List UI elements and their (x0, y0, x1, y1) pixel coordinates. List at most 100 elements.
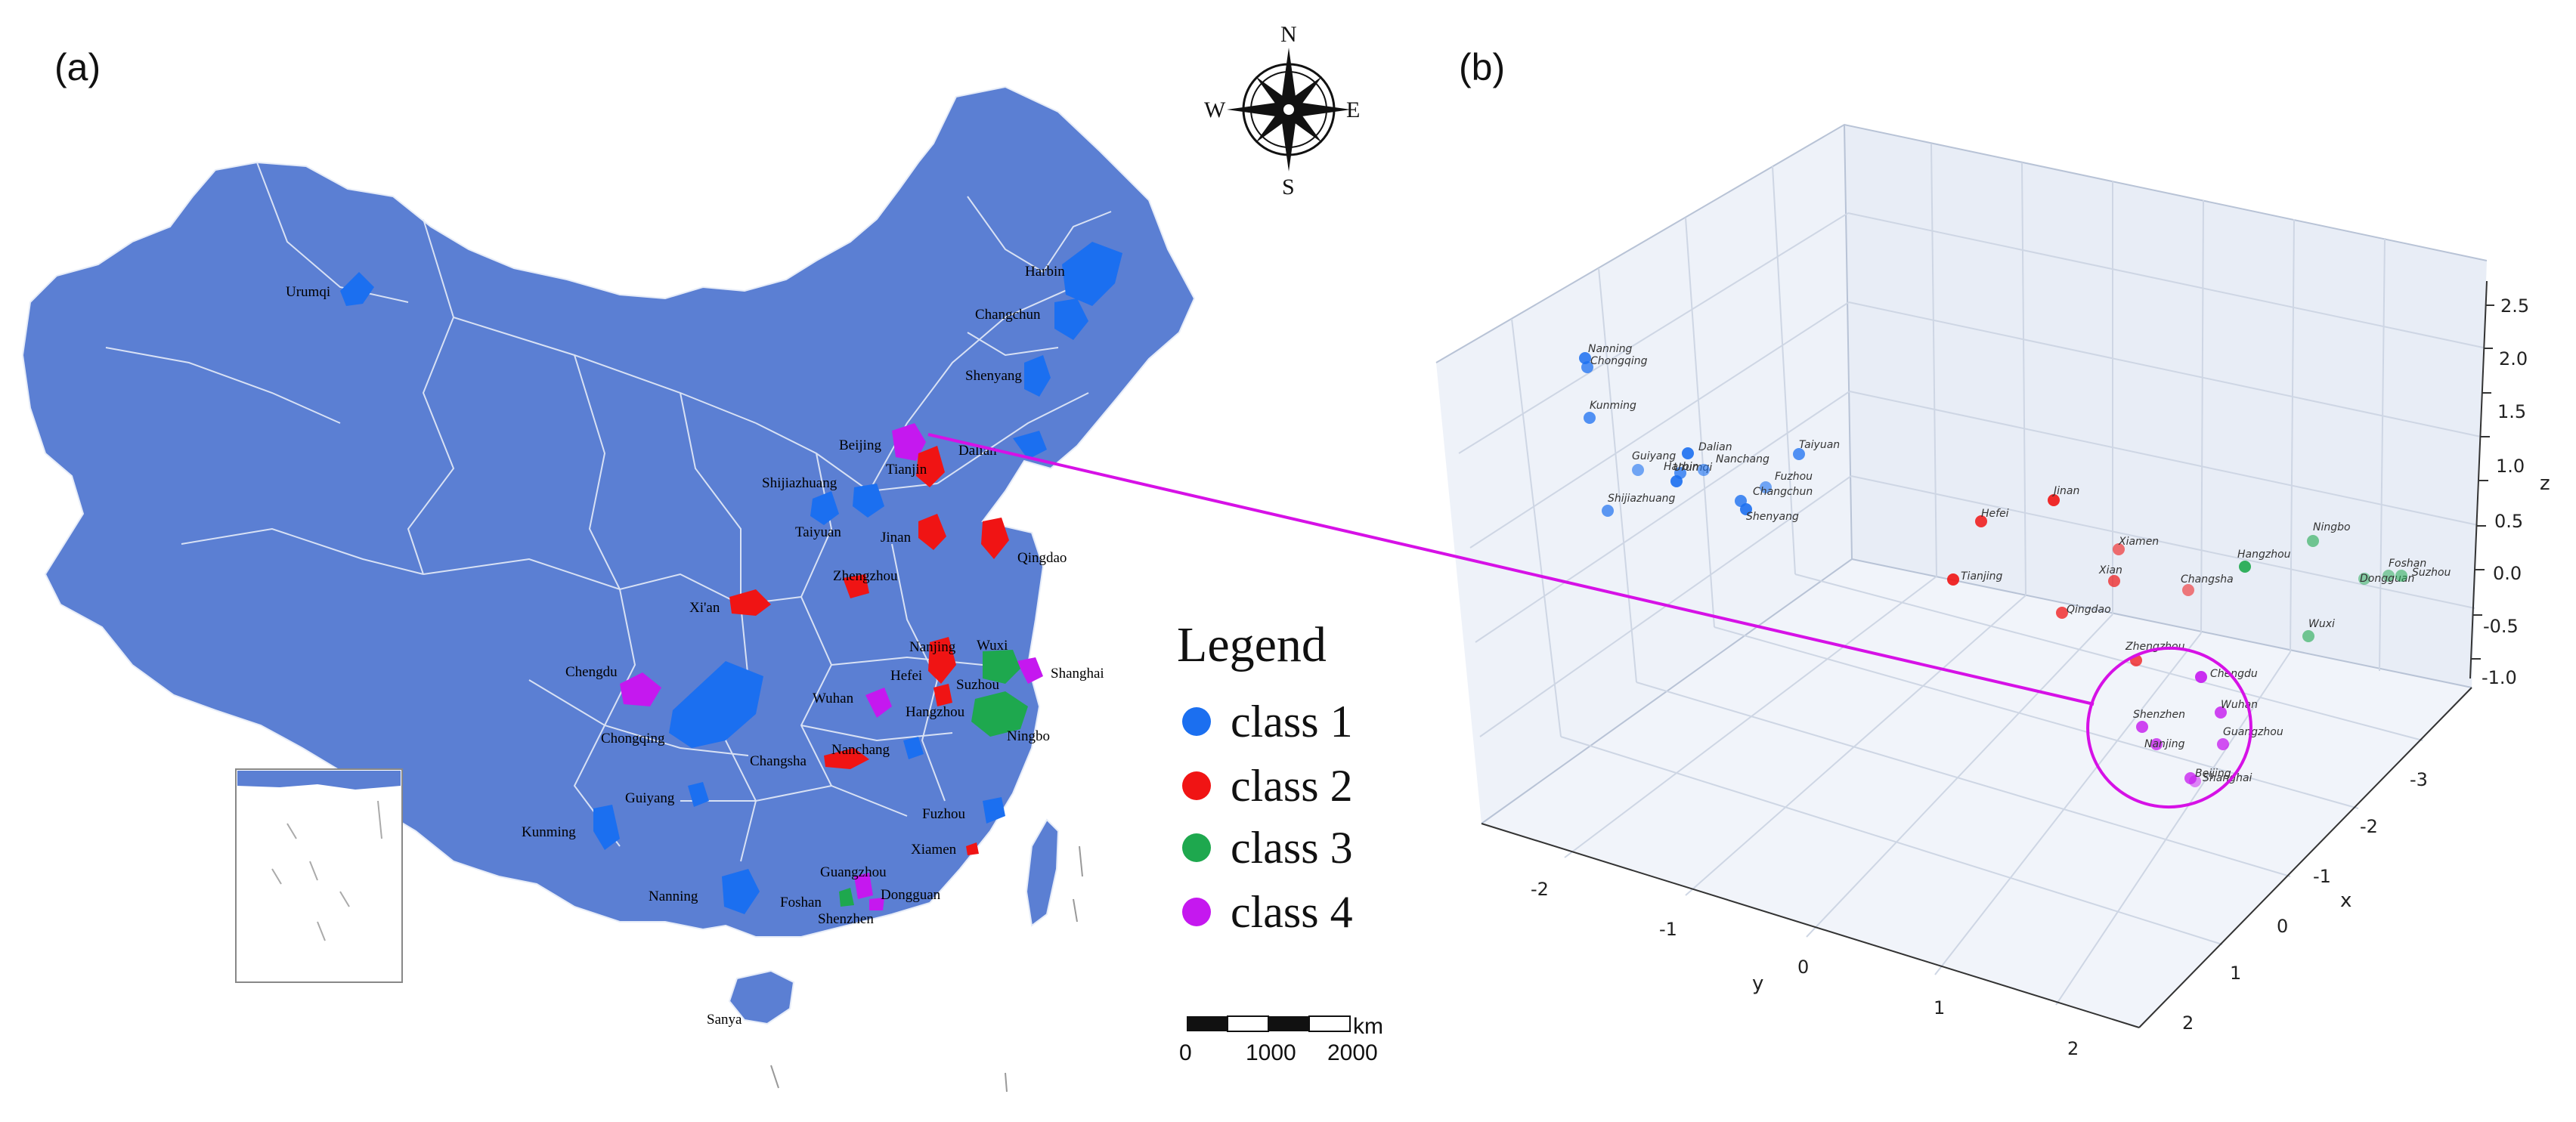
area-harbin (1062, 242, 1122, 306)
scatter-point-foshan (2382, 570, 2395, 582)
panel-a-label: (a) (54, 46, 101, 88)
legend-label-class-4: class 4 (1231, 887, 1353, 937)
compass-east: E (1346, 97, 1360, 122)
area-beijing (892, 423, 926, 461)
area-shenzhen (869, 898, 884, 910)
scatter-point-shanghai (2184, 772, 2197, 784)
scatter-point-hangzhou (2239, 561, 2251, 573)
compass-south: S (1282, 175, 1295, 199)
china-map: Urumqi Harbin Changchun Shenyang Beijing… (21, 22, 1383, 1093)
scatter-label-chongqing: Chongqing (1590, 355, 1648, 367)
pane-back-right (1844, 125, 2487, 688)
scatter-label-taiyuan: Taiyuan (1799, 439, 1840, 451)
scatter-label-shanghai: Shanghai (2203, 772, 2252, 784)
y-tick-neg-1: -1 (1659, 919, 1677, 940)
scatter-point-taiyuan (1793, 448, 1805, 460)
map-label-dongguan: Dongguan (881, 887, 941, 903)
area-urumqi (340, 272, 374, 306)
legend-swatch-class-2 (1182, 771, 1211, 800)
scatter-point-guangzhou (2217, 738, 2229, 750)
area-xian (729, 589, 771, 616)
map-label-sanya: Sanya (707, 1012, 742, 1028)
legend-title: Legend (1177, 617, 1327, 672)
map-label-ningbo: Ningbo (1007, 728, 1050, 744)
scatter-point-wuxi (2302, 630, 2314, 642)
scatter-point-shenyang (1740, 503, 1752, 515)
z-tick-1-5: 1.5 (2497, 401, 2526, 422)
legend-label-class-2: class 2 (1231, 761, 1353, 811)
scatter-point-chengdu (2195, 671, 2207, 683)
z-tick-0-5: 0.5 (2494, 511, 2523, 532)
x-tick-neg-1: -1 (2313, 866, 2331, 887)
scatter-label-tianjing: Tianjing (1961, 570, 2003, 583)
compass-rose: N S E W (1204, 22, 1360, 199)
legend-swatch-class-4 (1182, 898, 1211, 926)
map-label-hangzhou: Hangzhou (906, 704, 965, 720)
class-4-highlight-ellipse (2086, 646, 2252, 809)
scatter-point-fuzhou (1760, 481, 1772, 493)
scatter-label-nanjing: Nanjing (2144, 738, 2185, 750)
scatter-label-qingdao: Qingdao (2067, 604, 2111, 616)
taiwan-island (1025, 818, 1060, 927)
x-axis-label: x (2340, 889, 2352, 912)
scatter-label-guangzhou: Guangzhou (2223, 726, 2283, 738)
scatter-point-jinan (2048, 494, 2060, 506)
scatter-point-kunming (1584, 412, 1596, 424)
scale-tick-2000: 2000 (1327, 1040, 1378, 1065)
scatter-label-hefei: Hefei (1981, 508, 2009, 520)
scale-tick-0: 0 (1179, 1040, 1192, 1065)
map-label-changchun: Changchun (975, 307, 1041, 323)
z-axis: 2.5 2.0 1.5 1.0 0.5 0.0 -0.5 -1.0 z (2469, 280, 2550, 688)
scatter-point-dongguan (2358, 573, 2370, 585)
scatter-point-shenzhen (2136, 721, 2148, 733)
compass-north: N (1280, 22, 1297, 47)
scatter-3d-plot: 2.5 2.0 1.5 1.0 0.5 0.0 -0.5 -1.0 z -2 -… (1435, 123, 2550, 1059)
map-label-guiyang: Guiyang (625, 790, 675, 806)
scatter-label-ningbo: Ningbo (2313, 521, 2351, 533)
scatter-label-changsha: Changsha (2181, 573, 2234, 586)
scatter-label-jinan: Jinan (2051, 485, 2079, 497)
map-label-xiamen: Xiamen (911, 842, 957, 858)
map-label-chongqing: Chongqing (601, 731, 665, 746)
map-label-foshan: Foshan (780, 895, 822, 910)
area-shanghai (1017, 657, 1043, 684)
city-areas (340, 242, 1122, 914)
scatter-label-harbin: Harbin (1664, 461, 1699, 473)
beijing-connector-line (927, 433, 2095, 706)
scatter-label-xiamen: Xiamen (2118, 536, 2159, 548)
map-label-shanghai: Shanghai (1051, 666, 1104, 682)
map-label-suzhou: Suzhou (956, 677, 1000, 693)
map-label-zhengzhou: Zhengzhou (833, 568, 898, 584)
scatter-label-chengdu: Chengdu (2210, 668, 2258, 680)
scatter-point-changsha (2182, 584, 2194, 596)
scale-tick-1000: 1000 (1246, 1040, 1296, 1065)
scale-unit: km (1353, 1014, 1383, 1039)
area-shenyang (1024, 355, 1051, 397)
z-tick-neg-1-0: -1.0 (2482, 667, 2517, 688)
area-kunming (593, 805, 620, 850)
map-label-shenyang: Shenyang (965, 368, 1022, 384)
z-tick-1-0: 1.0 (2496, 456, 2525, 477)
scatter-label-fuzhou: Fuzhou (1775, 471, 1813, 483)
map-legend: Legend class 1 class 2 class 3 class 4 (1177, 617, 1353, 937)
area-nanchang (903, 737, 924, 759)
area-chengdu (620, 672, 661, 706)
map-label-taiyuan: Taiyuan (795, 524, 841, 540)
map-label-tianjin: Tianjin (886, 462, 927, 478)
map-label-xian: Xi'an (689, 600, 720, 616)
scatter-label-beijing: Beijing (2195, 768, 2231, 780)
y-tick-1: 1 (1934, 997, 1945, 1018)
scatter-point-guiyang (1632, 464, 1644, 476)
scatter-label-suzhou: Suzhou (2412, 567, 2451, 579)
scatter-label-nanchang: Nanchang (1716, 453, 1769, 465)
compass-west: W (1204, 97, 1226, 122)
area-changchun (1054, 298, 1088, 340)
y-tick-neg-2: -2 (1531, 879, 1549, 900)
map-label-wuhan: Wuhan (813, 691, 854, 706)
scatter-point-nanning (1579, 352, 1591, 364)
area-dalian (1013, 431, 1047, 459)
legend-swatch-class-3 (1182, 833, 1211, 862)
scale-bar: km 0 1000 2000 (1179, 1014, 1383, 1065)
legend-label-class-1: class 1 (1231, 697, 1353, 746)
scatter-point-nanchang (1698, 464, 1710, 476)
